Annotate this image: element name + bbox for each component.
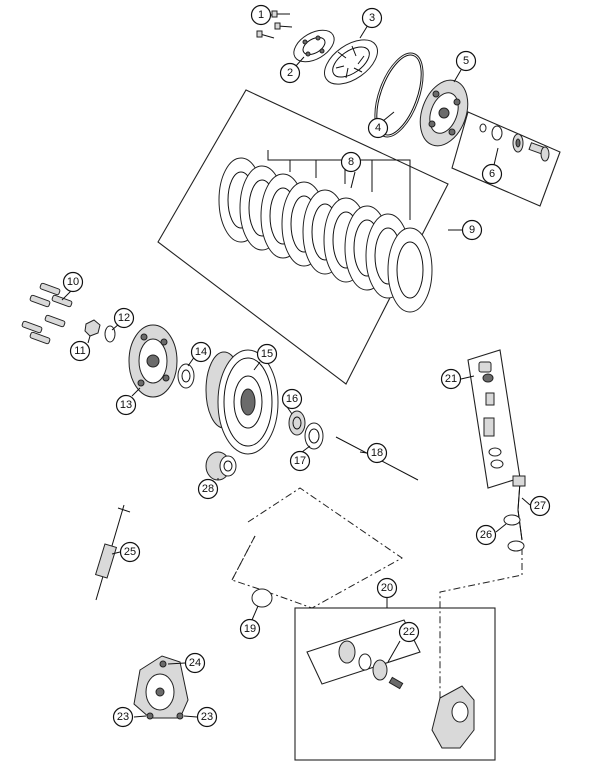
o-ring-part-19 [251,588,273,608]
bleed-valve-part-21 [478,361,504,469]
callout-label: 8 [348,156,354,168]
callout-label: 16 [286,393,298,405]
callout-16: 16 [281,388,303,410]
callout-label: 15 [261,348,273,360]
callout-6: 6 [481,163,503,185]
callout-28: 28 [197,478,219,500]
callout-label: 21 [445,373,457,385]
callout-4: 4 [367,117,389,139]
callout-label: 2 [287,67,293,79]
o-ring-part-4 [374,52,424,138]
callout-label: 4 [375,122,381,134]
master-piston-kit-part-22 [338,640,404,690]
gear-part-28 [205,451,237,481]
inner-clutch-hub-part-13 [128,324,178,398]
pins-part-10 [21,282,73,345]
callout-15: 15 [256,343,278,365]
callout-24: 24 [184,652,206,674]
callout-label: 28 [202,483,214,495]
callout-label: 6 [489,168,495,180]
callout-12: 12 [113,307,135,329]
thrust-washer-part-14 [177,363,195,389]
callout-22: 22 [398,621,420,643]
syringe-part-25 [94,504,131,601]
outer-clutch-basket-part-15 [205,349,279,455]
callout-10: 10 [62,271,84,293]
callout-label: 25 [124,546,136,558]
master-cylinder-kit-frame [306,619,421,685]
callout-19: 19 [239,618,261,640]
callout-label: 24 [189,657,201,669]
callout-25: 25 [119,541,141,563]
bearing-part-16 [288,410,306,436]
leader-8 [267,150,411,220]
callout-11: 11 [69,340,91,362]
callout-14: 14 [190,341,212,363]
callout-label: 17 [294,455,306,467]
callout-17: 17 [289,450,311,472]
callout-8: 8 [340,151,362,173]
callout-label: 10 [67,276,79,288]
callout-label: 11 [74,345,85,357]
clutch-disc-pack-frame [157,89,449,385]
master-cylinder-box [294,607,496,761]
spring-retainer-part-2 [293,29,335,63]
callout-27: 27 [529,495,551,517]
callout-label: 26 [480,529,492,541]
callout-9: 9 [461,219,483,241]
hose-to-master-dashed [439,548,523,700]
callout-label: 20 [381,582,393,594]
callout-13: 13 [115,394,137,416]
callout-18: 18 [366,442,388,464]
callout-label: 23 [117,711,129,723]
nut-part-11 [84,319,101,337]
callout-label: 9 [469,224,475,236]
callout-label: 13 [120,399,132,411]
banjo-hose-part-27 [512,475,526,541]
callout-5: 5 [455,50,477,72]
clutch-line-dashed [231,487,403,609]
dash-b [231,535,256,581]
seal-rings-part-26 [503,514,525,552]
callout-label: 19 [244,623,256,635]
callout-label: 3 [369,12,375,24]
callout-20: 20 [376,577,398,599]
clutch-discs-part-8 [218,157,433,313]
slave-piston-part-6 [479,123,550,162]
cover-part-23 [133,655,189,720]
callout-21: 21 [440,368,462,390]
plate-spring-part-3 [324,39,378,85]
callout-2: 2 [279,62,301,84]
callout-23-left: 23 [112,706,134,728]
callout-label: 18 [371,447,383,459]
callout-3: 3 [361,7,383,29]
callout-26: 26 [475,524,497,546]
callout-23-right: 23 [196,706,218,728]
bolts-part-1 [256,10,293,39]
master-cylinder-part-20 [431,685,475,749]
callout-label: 23 [201,711,213,723]
callout-label: 22 [403,626,415,638]
callout-label: 5 [463,55,469,67]
bushing-part-17 [304,422,324,450]
callout-label: 27 [534,500,546,512]
pressure-plate-part-5 [419,79,469,147]
callout-label: 12 [118,312,130,324]
callout-1: 1 [250,4,272,26]
callout-label: 1 [258,9,264,21]
slave-piston-frame [451,111,561,207]
callout-label: 14 [195,346,207,358]
